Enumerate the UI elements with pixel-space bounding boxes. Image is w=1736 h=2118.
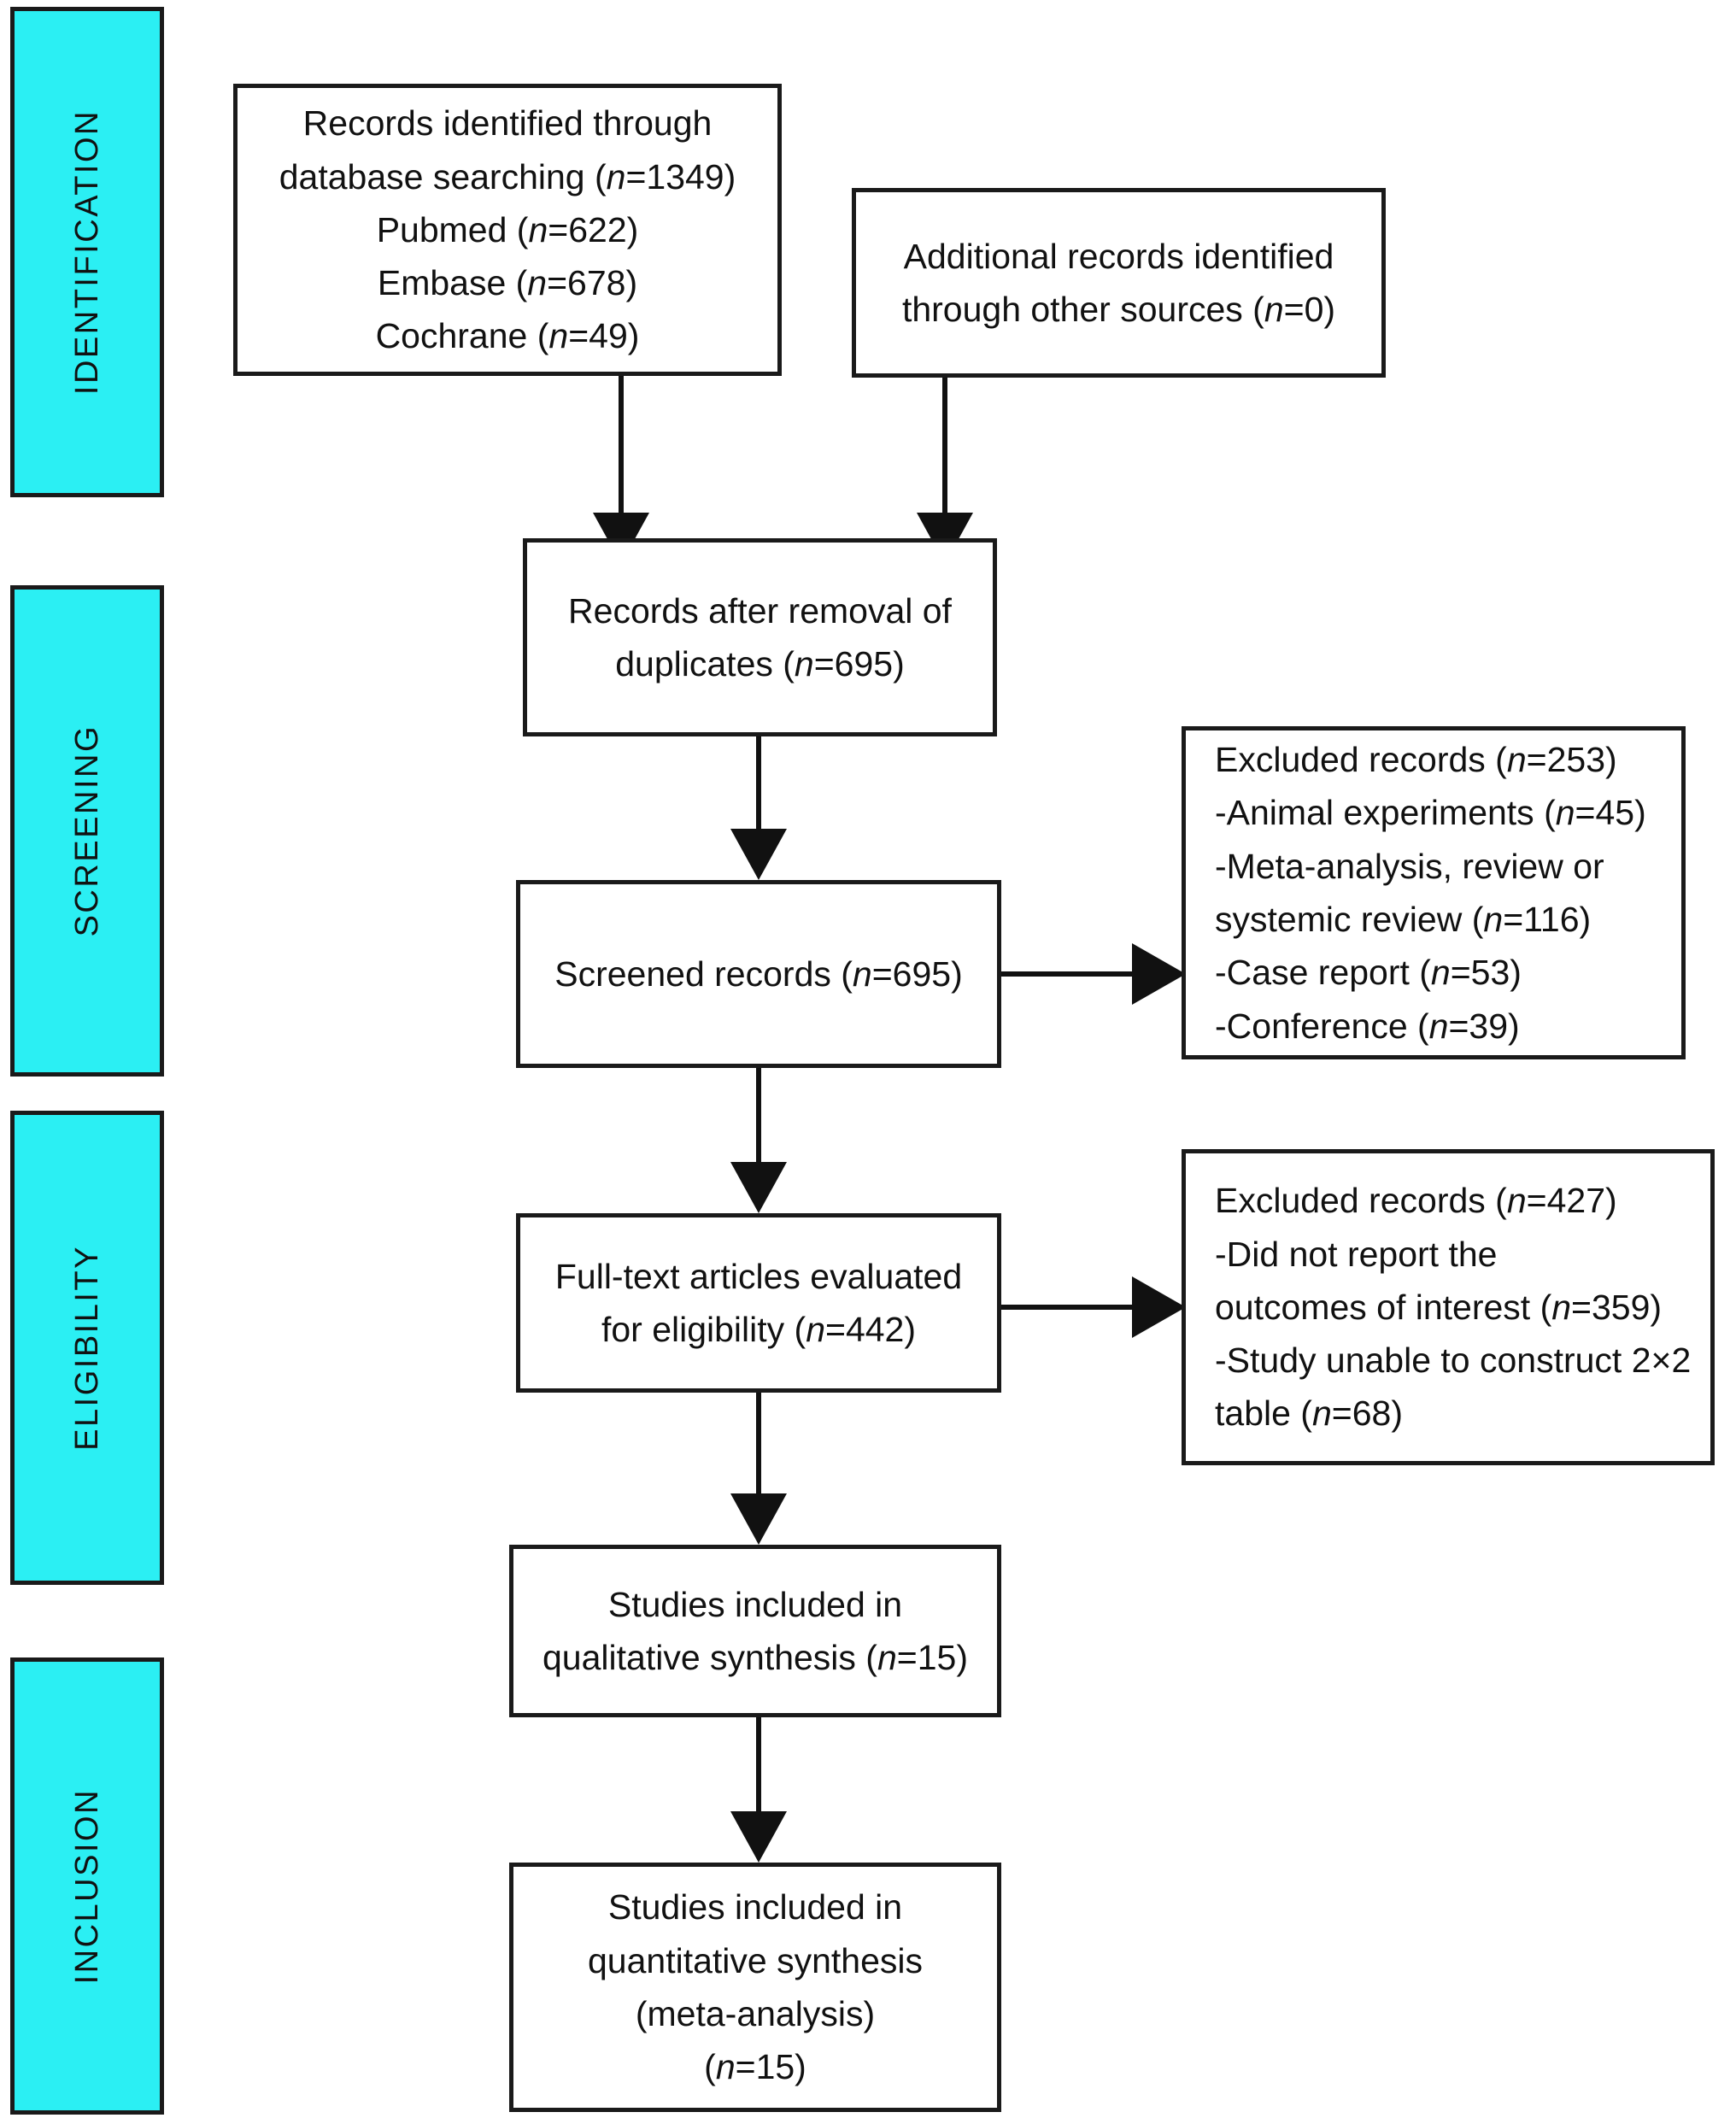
line-eligibility-442: for eligibility (n=442) — [601, 1310, 917, 1349]
line-excluded-253: Excluded records (n=253) — [1215, 740, 1617, 780]
connector-screened-to-fulltext — [730, 1068, 787, 1213]
line-other-sources: through other sources (n=0) — [901, 290, 1336, 329]
stage-label-inclusion: INCLUSION — [68, 1787, 105, 1985]
line-pubmed: Pubmed (n=622) — [376, 209, 639, 249]
box-records-identified-database: Records identified through database sear… — [233, 84, 782, 376]
line-qualitative-15: qualitative synthesis (n=15) — [542, 1638, 968, 1677]
box-fulltext-articles-eligibility-text: Full-text articles evaluated for eligibi… — [555, 1250, 962, 1357]
stage-bar-screening: SCREENING — [10, 585, 164, 1077]
box-quantitative-synthesis-text: Studies included in quantitative synthes… — [588, 1880, 923, 2093]
box-quantitative-synthesis: Studies included in quantitative synthes… — [509, 1863, 1001, 2112]
line-embase: Embase (n=678) — [377, 263, 638, 303]
connector-fulltext-to-qualitative — [730, 1393, 787, 1545]
line-duplicates: duplicates (n=695) — [615, 644, 905, 684]
stage-bar-inclusion: INCLUSION — [10, 1657, 164, 2115]
connector-dedup-to-screened — [730, 736, 787, 880]
box-records-after-duplicates-text: Records after removal of duplicates (n=6… — [568, 584, 952, 691]
box-qualitative-synthesis-text: Studies included in qualitative synthesi… — [542, 1578, 968, 1685]
box-screened-records: Screened records (n=695) — [516, 880, 1001, 1068]
box-qualitative-synthesis: Studies included in qualitative synthesi… — [509, 1545, 1001, 1717]
box-additional-records-text: Additional records identified through ot… — [902, 230, 1335, 337]
box-excluded-records-eligibility-text: Excluded records (n=427) -Did not report… — [1186, 1174, 1691, 1440]
box-screened-records-text: Screened records (n=695) — [554, 948, 963, 1000]
box-records-identified-database-text: Records identified through database sear… — [279, 97, 736, 363]
connector-screened-to-excluded — [1001, 943, 1186, 1005]
connector-additional-to-dedup — [917, 378, 973, 564]
stage-label-screening: SCREENING — [68, 725, 105, 937]
box-records-after-duplicates: Records after removal of duplicates (n=6… — [523, 538, 997, 736]
line-systemic-review: systemic review (n=116) — [1215, 900, 1592, 939]
line-conference: -Conference (n=39) — [1215, 1006, 1520, 1046]
connector-fulltext-to-excluded — [1001, 1276, 1186, 1338]
box-excluded-records-eligibility: Excluded records (n=427) -Did not report… — [1182, 1149, 1715, 1465]
line-database-search: database searching (n=1349) — [279, 156, 736, 197]
line-outcomes-interest: outcomes of interest (n=359) — [1215, 1287, 1663, 1327]
stage-label-eligibility: ELIGIBILITY — [68, 1245, 105, 1451]
line-screened: Screened records (n=695) — [554, 953, 963, 994]
line-excluded-427: Excluded records (n=427) — [1215, 1181, 1617, 1221]
stage-label-identification: IDENTIFICATION — [68, 109, 105, 396]
connector-qualitative-to-quantitative — [730, 1717, 787, 1863]
line-case-report: -Case report (n=53) — [1215, 953, 1522, 993]
line-cochrane: Cochrane (n=49) — [375, 316, 640, 356]
box-excluded-records-screening: Excluded records (n=253) -Animal experim… — [1182, 726, 1686, 1059]
line-table-68: table (n=68) — [1215, 1393, 1403, 1434]
box-fulltext-articles-eligibility: Full-text articles evaluated for eligibi… — [516, 1213, 1001, 1393]
line-quantitative-15: (n=15) — [704, 2047, 806, 2087]
stage-bar-identification: IDENTIFICATION — [10, 7, 164, 497]
box-excluded-records-screening-text: Excluded records (n=253) -Animal experim… — [1186, 733, 1646, 1053]
stage-bar-eligibility: ELIGIBILITY — [10, 1111, 164, 1585]
line-animal-experiments: -Animal experiments (n=45) — [1215, 793, 1646, 833]
box-additional-records: Additional records identified through ot… — [852, 188, 1386, 378]
connector-database-to-dedup — [593, 376, 649, 564]
